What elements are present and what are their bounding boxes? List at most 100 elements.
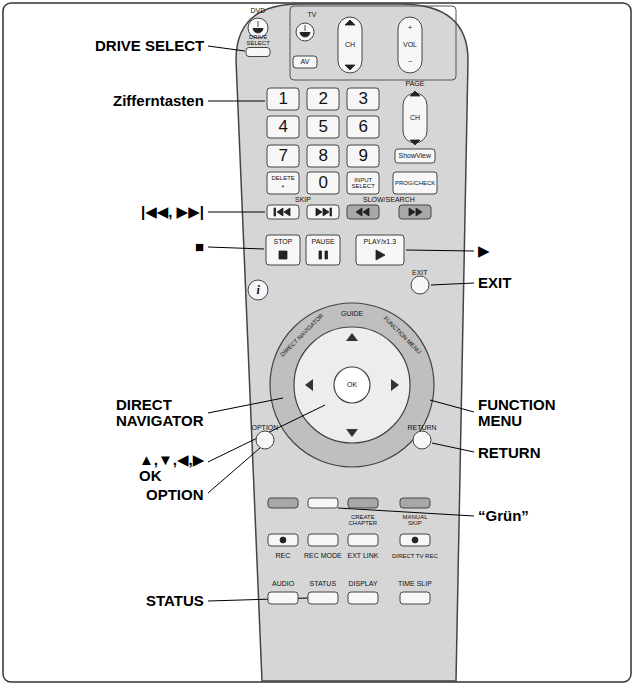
ok-button: [334, 367, 370, 403]
remote-key: [347, 205, 379, 219]
tv-box: [290, 6, 456, 80]
key-label: DRIVE SELECT: [247, 34, 270, 47]
remote-key: [308, 534, 338, 546]
callout-label: ▲,▼,◀,▶ OK: [139, 452, 204, 485]
remote-key: [338, 17, 362, 73]
remote-key: [347, 116, 379, 138]
callout-label: STATUS: [146, 593, 204, 610]
remote-key: [400, 498, 430, 508]
remote-body: [236, 4, 468, 681]
leader-lines: [208, 46, 474, 601]
key-label: RETURN: [408, 424, 437, 432]
key-label: 0: [319, 174, 328, 193]
remote-key: [293, 56, 317, 68]
key-label: STATUS: [310, 580, 337, 588]
key-label: DISPLAY: [349, 580, 378, 588]
key-label: TIME SLIP: [398, 580, 432, 588]
key-symbol: [319, 251, 328, 259]
key-label: EXIT: [412, 269, 428, 277]
leader-line: [430, 400, 474, 412]
key-symbol: [300, 25, 310, 37]
key-label: CH: [410, 114, 420, 122]
key-symbol: [280, 537, 418, 543]
key-label: CH: [345, 41, 355, 49]
remote-key: [306, 235, 340, 265]
remote-key: [398, 17, 422, 73]
navigator-ring: [270, 303, 434, 467]
key-label: −: [408, 58, 412, 66]
callout-label: DRIVE SELECT: [95, 38, 204, 55]
key-label: 6: [359, 118, 368, 137]
key-label: STOP: [274, 238, 293, 246]
leader-line: [431, 283, 474, 285]
callout-label: RETURN: [478, 445, 541, 462]
leader-line: [208, 212, 265, 213]
callout-label: “Grün”: [478, 508, 529, 525]
key-label: DELETE: [272, 175, 295, 182]
remote-key: [411, 276, 429, 294]
remote-key: [400, 592, 430, 604]
key-label: 7: [279, 147, 288, 166]
remote-key: [267, 116, 299, 138]
remote-key: [307, 88, 339, 110]
remote-key: [307, 145, 339, 167]
remote-key: [395, 149, 435, 163]
remote-key: [348, 592, 378, 604]
leader-line: [208, 398, 283, 413]
remote-key: [308, 592, 338, 604]
key-label: PLAY/x1.3: [364, 238, 397, 246]
key-label: PAUSE: [312, 238, 335, 246]
key-label: OPTION: [252, 424, 279, 432]
key-label: CREATE CHAPTER: [349, 514, 378, 527]
key-label: VOL: [403, 41, 417, 49]
remote-key: [393, 172, 437, 194]
key-label: GUIDE: [341, 310, 363, 318]
frame: [3, 3, 631, 682]
key-label: AUDIO: [272, 580, 294, 588]
remote-key: [268, 592, 298, 604]
remote-key: [246, 48, 270, 57]
remote-key: [356, 235, 404, 265]
key-label: AV: [301, 58, 310, 66]
key-label: 3: [359, 90, 368, 109]
remote-key: [267, 88, 299, 110]
remote-key: [256, 431, 274, 449]
key-label: REC: [276, 552, 291, 560]
key-label: 1: [279, 90, 288, 109]
remote-key: [403, 93, 427, 143]
callout-label: ▶: [478, 243, 490, 260]
key-label: PAGE: [406, 80, 425, 88]
key-label: SLOW/SEARCH: [363, 196, 415, 204]
key-label: REC MODE: [304, 552, 342, 560]
callout-label: FUNCTION MENU: [478, 397, 556, 430]
remote-key: [296, 23, 314, 41]
key-label: i: [257, 284, 260, 297]
remote-key: [266, 235, 300, 265]
key-symbol: [410, 91, 420, 145]
remote-key: [348, 534, 378, 546]
remote-key: [267, 205, 299, 219]
cursor-arrows: [305, 333, 399, 437]
remote-key: [307, 172, 339, 194]
key-label: OK: [347, 381, 357, 389]
remote-key: [413, 431, 431, 449]
leader-line: [208, 405, 325, 462]
key-label: TV: [308, 11, 317, 19]
key-label: 5: [319, 118, 328, 137]
key-label: +: [408, 24, 412, 32]
key-label: DVD: [251, 7, 266, 15]
key-label: DIRECT TV REC: [392, 553, 438, 560]
leader-line: [208, 247, 264, 249]
remote-key: [348, 498, 378, 508]
key-symbol: [356, 208, 369, 216]
key-label: *: [282, 184, 285, 192]
key-label: SKIP: [295, 196, 311, 204]
remote-key: [307, 116, 339, 138]
leader-line: [208, 101, 265, 102]
remote-key: [268, 498, 298, 508]
remote-key: [399, 205, 431, 219]
callout-label: OPTION: [146, 487, 204, 504]
key-symbols: [253, 20, 422, 543]
key-label: 9: [359, 147, 368, 166]
key-label: 2: [319, 90, 328, 109]
